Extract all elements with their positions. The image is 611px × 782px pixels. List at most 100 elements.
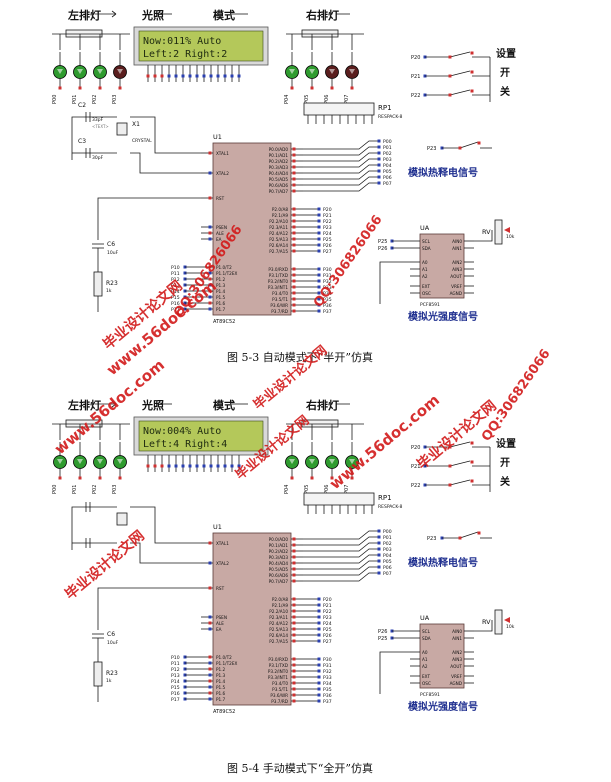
- pin-marker: [208, 301, 212, 305]
- pin-marker: [58, 476, 62, 480]
- bus-wire: [303, 548, 379, 558]
- adc-body: [419, 623, 465, 689]
- pin-marker: [208, 225, 212, 229]
- adc-body: [419, 233, 465, 299]
- watermark-site: www.56doc.com: [326, 391, 443, 493]
- r23-body: [93, 271, 103, 297]
- net-label: P30: [323, 267, 332, 273]
- chip-pin-label: P0.2/AD2: [269, 159, 289, 164]
- net-terminal: [317, 291, 321, 295]
- switch-lever: [449, 441, 471, 448]
- chip-pin-label: PSEN: [216, 225, 227, 230]
- net-label: P12: [171, 277, 180, 283]
- net-label: P00: [383, 529, 392, 535]
- adc-pin-label: SCL: [422, 239, 431, 244]
- net-label: P07: [383, 571, 392, 577]
- net-label: P11: [171, 271, 180, 277]
- net-label: P36: [323, 693, 332, 699]
- chip-pin-label: P1.1/T2EX: [216, 661, 237, 666]
- pin-marker: [292, 279, 296, 283]
- chip-body: [212, 532, 292, 706]
- net-label: P35: [323, 297, 332, 303]
- net-terminal: [377, 553, 381, 557]
- chip-pin-label: P2.7/A15: [269, 639, 288, 644]
- c6-ref: C6: [107, 241, 115, 248]
- adc-pin-label: A1: [422, 267, 428, 272]
- net-terminal: [317, 657, 321, 661]
- chip-pin-label: RST: [216, 196, 225, 201]
- chip-pin-label: P2.0/A8: [272, 207, 288, 212]
- adc-pcf8591: UASCLSDAA0A1A2EXTOSCAIN0AIN1AIN2AIN3AOUT…: [378, 219, 515, 323]
- adc-pin-label: AGND: [450, 681, 462, 686]
- net-label: P17: [171, 697, 180, 703]
- net-label: P15: [171, 685, 180, 691]
- oscillator-circuit: [71, 502, 201, 564]
- pin-marker: [230, 74, 234, 78]
- chip-pin-label: P1.3: [216, 673, 226, 678]
- switch-contact: [477, 141, 481, 145]
- led-net-label: P02: [92, 95, 98, 104]
- led-diode-symbol: [289, 69, 295, 74]
- switch-contact: [470, 479, 474, 483]
- net-label: P11: [171, 661, 180, 667]
- bus-wire: [303, 152, 379, 162]
- switch-contact: [458, 536, 462, 540]
- net-label: P24: [323, 231, 332, 237]
- rp1-part: RESPACK-8: [378, 504, 402, 510]
- pin-marker: [153, 464, 157, 468]
- net-label: P14: [171, 289, 180, 295]
- pin-marker: [290, 476, 294, 480]
- xtal1-wire: [130, 116, 201, 154]
- lcd-line-2: Left:4 Right:4: [143, 439, 227, 450]
- rst-wire: [97, 197, 201, 240]
- chip-pin-label: P1.1/T2EX: [216, 271, 237, 276]
- adc-ref: UA: [420, 614, 430, 622]
- switch-contact: [470, 441, 474, 445]
- net-terminal: [377, 163, 381, 167]
- net-terminal: [317, 621, 321, 625]
- chip-pin-label: P1.2: [216, 277, 226, 282]
- pin-marker: [292, 627, 296, 631]
- figure-caption: 图 5-3 自动模式下“半开”仿真: [227, 350, 373, 364]
- label-right-leds: 右排灯: [305, 398, 339, 412]
- pin-marker: [208, 586, 212, 590]
- bus-wire: [303, 146, 379, 156]
- adc-pin-label: A0: [422, 650, 428, 655]
- chip-pin-label: P3.4/T0: [272, 681, 288, 686]
- chip-pin-label: P0.0/AD0: [269, 537, 289, 542]
- adc-pin-label: A0: [422, 260, 428, 265]
- pin-marker: [292, 579, 296, 583]
- chip-pin-label: P0.6/AD6: [269, 573, 289, 578]
- net-terminal: [317, 279, 321, 283]
- net-terminal: [317, 687, 321, 691]
- bus-wire: [303, 170, 379, 180]
- pin-marker: [98, 476, 102, 480]
- label-light-signal: 模拟光强度信号: [408, 700, 478, 713]
- net-terminal: [317, 267, 321, 271]
- gnd-wire: [71, 506, 80, 550]
- pin-marker: [292, 549, 296, 553]
- xtal2-wire: [130, 542, 201, 564]
- net-label: P07: [383, 181, 392, 187]
- thermal-net-label: P23: [427, 146, 436, 152]
- pin-marker: [292, 177, 296, 181]
- net-label: P10: [171, 655, 180, 661]
- label-right-leds: 右排灯: [305, 8, 339, 22]
- pin-marker: [237, 464, 241, 468]
- net-label: P34: [323, 681, 332, 687]
- pin-marker: [208, 655, 212, 659]
- c6-val: 10uF: [107, 250, 119, 256]
- switch-net-label: P22: [411, 483, 420, 489]
- pin-marker: [292, 669, 296, 673]
- pin-marker: [292, 615, 296, 619]
- net-label: P37: [323, 699, 332, 705]
- chip-pin-label: P3.3/INT1: [268, 285, 289, 290]
- net-label: P31: [323, 273, 332, 279]
- label-left-leds: 左排灯: [67, 8, 101, 22]
- chip-pin-label: P0.7/AD7: [269, 189, 289, 194]
- wire: [111, 400, 117, 405]
- watermark-brand: 毕业设计论文网: [62, 527, 148, 603]
- chip-pin-label: P2.1/A9: [272, 213, 288, 218]
